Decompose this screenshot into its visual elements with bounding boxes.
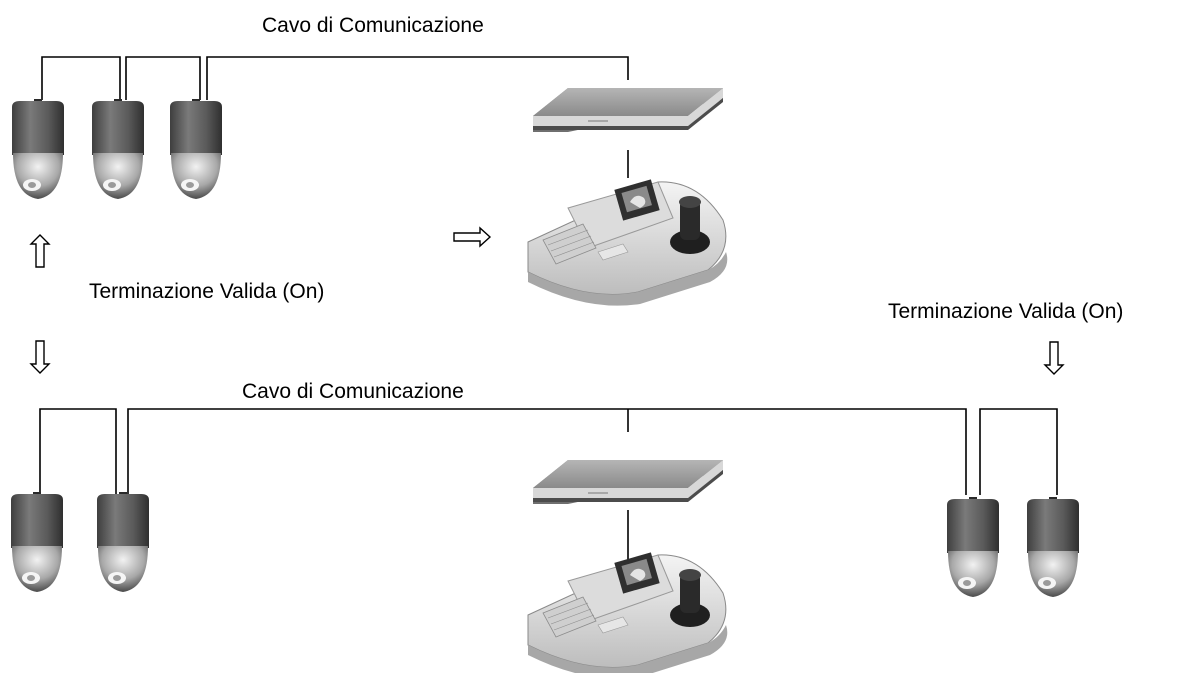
arrow-up-icon: [30, 234, 50, 268]
arrow-right-icon: [453, 227, 491, 247]
bottom-dome-camera-1: [11, 492, 63, 592]
bottom-dome-camera-2: [97, 492, 149, 592]
top-dome-camera-1: [12, 99, 64, 199]
top-cable-wiring: [41, 56, 629, 178]
arrow-down-right-icon: [1044, 341, 1064, 375]
bottom-dvr-unit-icon: [532, 459, 724, 505]
bottom-dome-camera-3: [947, 497, 999, 597]
bottom-keyboard-controller-icon: [527, 551, 728, 678]
bottom-dome-camera-4: [1027, 497, 1079, 597]
top-dome-camera-3: [170, 99, 222, 199]
bottom-cable-wiring: [39, 408, 1058, 560]
top-dvr-unit-icon: [532, 87, 724, 133]
bottom-cable-label: Cavo di Comunicazione: [242, 380, 464, 403]
top-cable-label: Cavo di Comunicazione: [262, 14, 484, 37]
top-dome-camera-2: [92, 99, 144, 199]
top-keyboard-controller-icon: [527, 178, 728, 307]
termination-right-label: Terminazione Valida (On): [888, 300, 1124, 323]
termination-left-label: Terminazione Valida (On): [89, 280, 325, 303]
arrow-down-left-icon: [30, 340, 50, 374]
